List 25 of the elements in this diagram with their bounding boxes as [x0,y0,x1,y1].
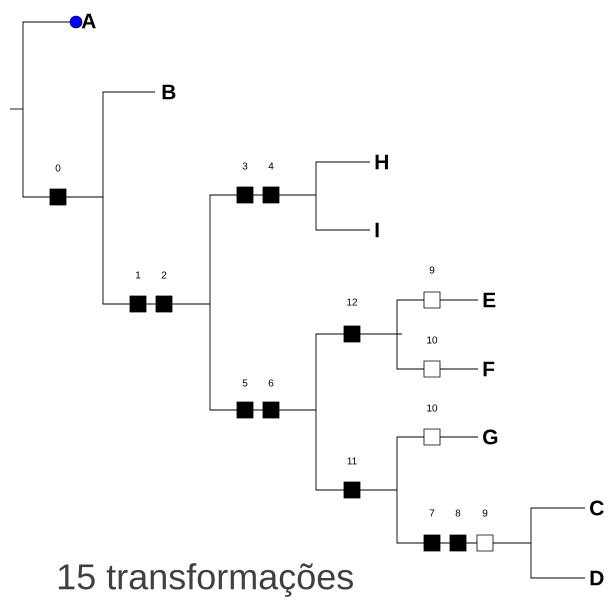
taxon-label: E [484,292,496,308]
caption: 15 transformações [58,563,353,597]
taxon-label: C [590,500,604,516]
taxon-label: H [376,154,388,170]
character-number: 0 [56,164,60,172]
character-number: 4 [268,162,274,170]
character-number: 1 [136,272,140,278]
taxon-label: F [484,362,494,376]
character-number: 7 [430,510,434,516]
character-number: 10 [427,404,438,412]
taxon-label: I [376,222,379,238]
taxon-label: D [590,570,604,586]
character-number: 2 [162,272,166,278]
character-number: 3 [242,162,248,170]
character-number: 6 [268,379,274,387]
taxon-label: G [483,430,498,444]
taxon-label: B [162,84,176,100]
character-number: 11 [348,458,357,464]
character-number: 8 [456,509,460,517]
taxon-label: A [82,14,96,28]
character-number: 10 [427,336,438,344]
character-number: 12 [347,298,358,306]
character-number: 9 [430,266,434,274]
character-number: 9 [482,509,488,517]
character-number: 5 [242,380,248,386]
